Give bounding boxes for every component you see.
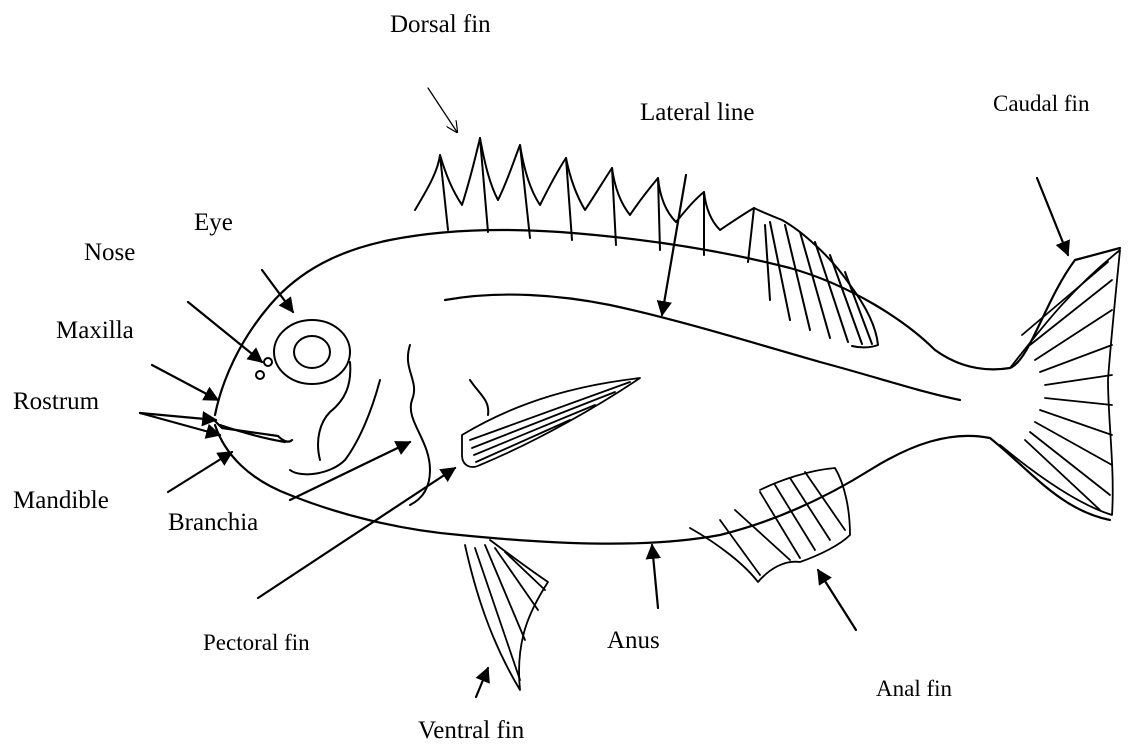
arrow-pectoral-fin xyxy=(258,468,455,598)
label-maxilla: Maxilla xyxy=(56,318,134,343)
label-eye: Eye xyxy=(194,210,233,235)
head-details xyxy=(256,320,488,505)
arrow-maxilla xyxy=(152,365,218,400)
arrow-mandible xyxy=(168,452,232,492)
label-pectoral-fin: Pectoral fin xyxy=(203,631,310,654)
label-rostrum: Rostrum xyxy=(13,389,99,414)
ventral-fin-shape xyxy=(465,540,548,690)
pectoral-fin-shape xyxy=(462,378,640,467)
arrow-anal-fin xyxy=(818,570,856,630)
caudal-fin-shape xyxy=(1000,250,1120,515)
label-dorsal-fin: Dorsal fin xyxy=(390,12,491,37)
arrow-ventral-fin xyxy=(476,668,488,697)
arrow-dorsal-fin xyxy=(428,88,457,132)
label-anal-fin: Anal fin xyxy=(876,677,952,700)
arrow-branchia xyxy=(290,442,410,500)
arrow-anus xyxy=(652,545,658,608)
label-mandible: Mandible xyxy=(13,488,109,513)
label-nose: Nose xyxy=(84,240,135,265)
label-anus: Anus xyxy=(607,628,660,653)
label-lateral-line: Lateral line xyxy=(640,100,755,125)
label-ventral-fin: Ventral fin xyxy=(418,718,524,743)
anal-fin-shape xyxy=(690,468,850,582)
arrow-eye xyxy=(262,270,293,312)
label-caudal-fin: Caudal fin xyxy=(993,92,1089,115)
arrow-caudal-fin xyxy=(1037,178,1068,255)
dorsal-fin-shape xyxy=(415,138,878,347)
label-branchia: Branchia xyxy=(168,510,258,535)
